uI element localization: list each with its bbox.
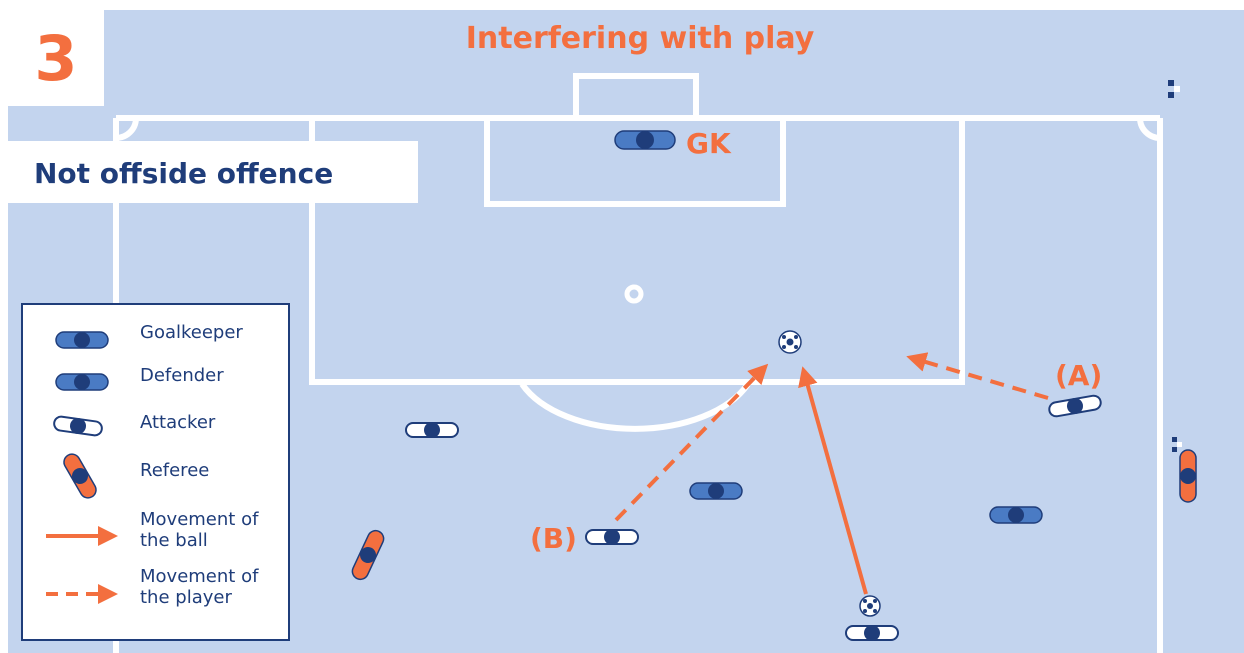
subtitle: Not offside offence (34, 157, 333, 190)
defender-icon (689, 482, 743, 500)
diagram-title: Interfering with play (466, 21, 815, 56)
corner-arc-right (1137, 117, 1161, 141)
attacker-icon (845, 625, 899, 641)
attacker-b-label: (B) (530, 522, 577, 555)
legend-referee-icon (63, 453, 97, 499)
attacker-a-icon (1048, 394, 1102, 418)
attacker-a-label: (A) (1055, 359, 1102, 392)
penalty-spot (624, 284, 644, 304)
attacker-icon (405, 422, 459, 438)
assistant-referee-flag-icon (1172, 437, 1182, 452)
legend-defender-label: Defender (140, 365, 224, 386)
subtitle-band (8, 141, 418, 203)
attacker-b-icon (585, 529, 639, 545)
legend-attacker-icon (53, 415, 103, 437)
referee-icon (351, 529, 385, 581)
player-a-movement-arrow (906, 352, 1049, 400)
legend-defender-icon (55, 373, 109, 391)
goalkeeper-icon (614, 130, 676, 150)
legend-goalkeeper-label: Goalkeeper (140, 322, 243, 343)
assistant-referee-icon (1179, 449, 1197, 503)
pitch-markings (113, 73, 1163, 653)
legend-box (21, 303, 290, 641)
legend-ball-movement-line1: Movement of (140, 509, 259, 530)
ball-icon (859, 595, 881, 617)
goalkeeper-label: GK (686, 127, 732, 160)
legend-referee-label: Referee (140, 460, 209, 481)
goal (573, 73, 699, 121)
legend-ball-movement-line2: the ball (140, 530, 208, 551)
legend-attacker-label: Attacker (140, 412, 216, 433)
corner-arc-left (115, 117, 139, 141)
ball-movement-arrow (798, 366, 868, 595)
player-b-movement-arrow (614, 363, 769, 522)
corner-flag-icon (1168, 80, 1180, 98)
ball-icon (778, 330, 802, 354)
legend: Goalkeeper Defender Attacker Referee Mov… (21, 303, 290, 641)
panel-number: 3 (34, 22, 77, 95)
legend-player-movement-line2: the player (140, 587, 232, 608)
defender-icon (989, 506, 1043, 524)
panel-number-box (0, 0, 104, 106)
legend-player-movement-line1: Movement of (140, 566, 259, 587)
legend-goalkeeper-icon (55, 331, 109, 349)
penalty-arc (519, 382, 751, 432)
